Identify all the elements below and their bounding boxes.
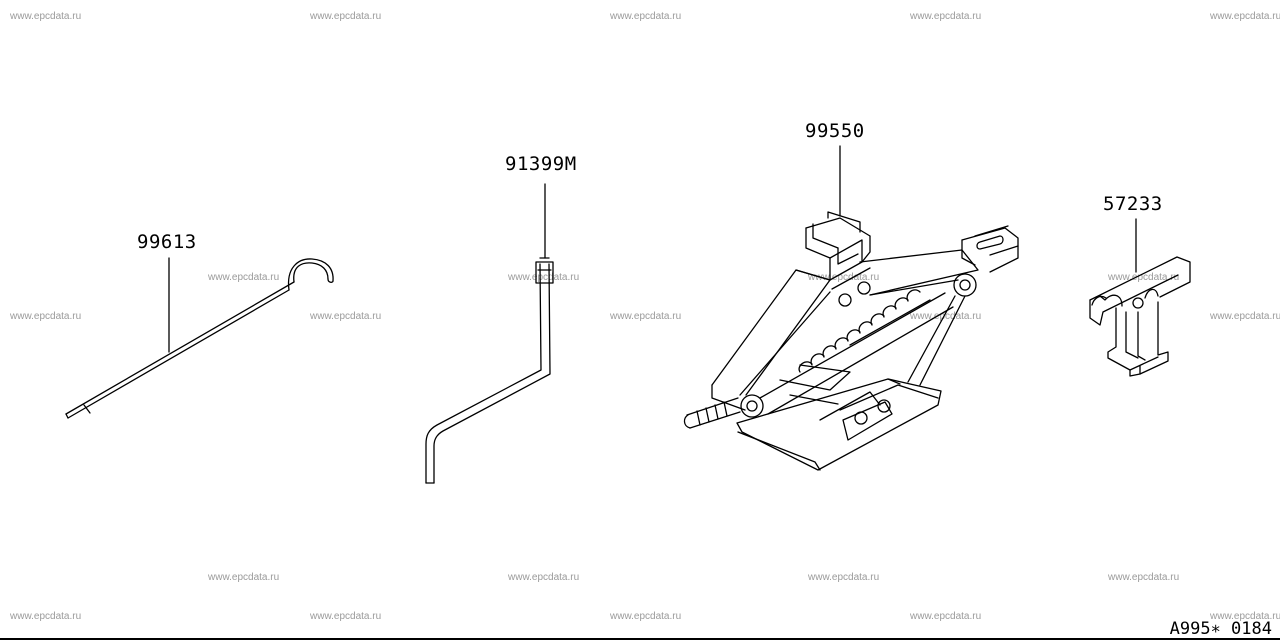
watermark: www.epcdata.ru bbox=[808, 572, 880, 583]
watermark: www.epcdata.ru bbox=[208, 272, 280, 283]
part-99613-rod bbox=[66, 259, 333, 418]
watermark: www.epcdata.ru bbox=[1210, 11, 1280, 22]
watermark: www.epcdata.ru bbox=[1210, 311, 1280, 322]
part-57233-bracket bbox=[1090, 257, 1190, 376]
part-label-99613: 99613 bbox=[137, 231, 197, 253]
part-label-99550: 99550 bbox=[805, 120, 865, 142]
part-99550-jack bbox=[684, 212, 1018, 470]
watermark: www.epcdata.ru bbox=[808, 272, 880, 283]
watermark: www.epcdata.ru bbox=[1210, 611, 1280, 622]
watermark: www.epcdata.ru bbox=[508, 272, 580, 283]
watermark: www.epcdata.ru bbox=[1108, 272, 1180, 283]
part-label-91399M: 91399M bbox=[505, 153, 577, 175]
watermark: www.epcdata.ru bbox=[910, 311, 982, 322]
watermark: www.epcdata.ru bbox=[310, 11, 382, 22]
watermark: www.epcdata.ru bbox=[310, 611, 382, 622]
watermark: www.epcdata.ru bbox=[10, 311, 82, 322]
bottom-frame-line bbox=[0, 638, 1280, 640]
watermark: www.epcdata.ru bbox=[610, 611, 682, 622]
watermark: www.epcdata.ru bbox=[610, 311, 682, 322]
watermark: www.epcdata.ru bbox=[310, 311, 382, 322]
watermark: www.epcdata.ru bbox=[610, 11, 682, 22]
watermark: www.epcdata.ru bbox=[10, 611, 82, 622]
reference-code: A995∗ 0184 bbox=[1169, 619, 1272, 639]
watermark: www.epcdata.ru bbox=[910, 611, 982, 622]
part-label-57233: 57233 bbox=[1103, 193, 1163, 215]
watermark: www.epcdata.ru bbox=[208, 572, 280, 583]
part-91399M-handle bbox=[426, 258, 553, 483]
watermark: www.epcdata.ru bbox=[1108, 572, 1180, 583]
watermark: www.epcdata.ru bbox=[10, 11, 82, 22]
watermark: www.epcdata.ru bbox=[508, 572, 580, 583]
watermark: www.epcdata.ru bbox=[910, 11, 982, 22]
